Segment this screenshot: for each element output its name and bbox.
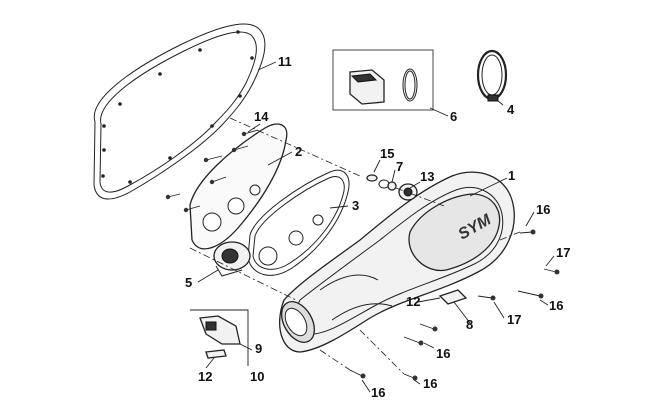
callout-17b: 17	[507, 312, 521, 327]
callout-12a: 12	[198, 369, 212, 384]
callout-14: 14	[254, 109, 269, 124]
crankcase-cover-1: SYM	[279, 171, 515, 353]
clamp-4	[476, 49, 508, 102]
callout-16a: 16	[536, 202, 550, 217]
cover-plate-2	[189, 123, 288, 250]
callout-6: 6	[450, 109, 457, 124]
callout-17a: 17	[556, 245, 570, 260]
seal-5	[213, 241, 251, 277]
leader-lines	[197, 61, 508, 351]
bearing-cap-13	[398, 183, 418, 201]
callout-16d: 16	[423, 376, 437, 391]
screws	[165, 129, 560, 381]
callout-8: 8	[466, 317, 473, 332]
gasket-11	[93, 23, 266, 200]
plate-8	[438, 289, 468, 305]
callout-10: 10	[250, 369, 264, 384]
gasket-3	[247, 169, 350, 276]
callout-3: 3	[352, 198, 359, 213]
callout-4: 4	[507, 102, 515, 117]
inset-box-10	[190, 309, 249, 366]
label-leaders	[205, 211, 555, 393]
inset-box-6	[332, 49, 434, 111]
callout-13: 13	[420, 169, 434, 184]
callout-labels: 1 2 3 4 5 6 7 8 9 10 11 12 12 13 14 15 1…	[185, 54, 570, 400]
callout-15: 15	[380, 146, 394, 161]
callout-11: 11	[278, 54, 292, 69]
callout-5: 5	[185, 275, 192, 290]
callout-7: 7	[396, 159, 403, 174]
callout-9: 9	[255, 341, 262, 356]
callout-16c: 16	[436, 346, 450, 361]
callout-16e: 16	[371, 385, 385, 400]
bolt-7	[387, 181, 397, 191]
callout-16b: 16	[549, 298, 563, 313]
alignment-lines	[189, 117, 521, 375]
washer-15	[366, 174, 390, 189]
callout-2: 2	[295, 144, 302, 159]
callout-12b: 12	[406, 294, 420, 309]
callout-1: 1	[508, 168, 515, 183]
